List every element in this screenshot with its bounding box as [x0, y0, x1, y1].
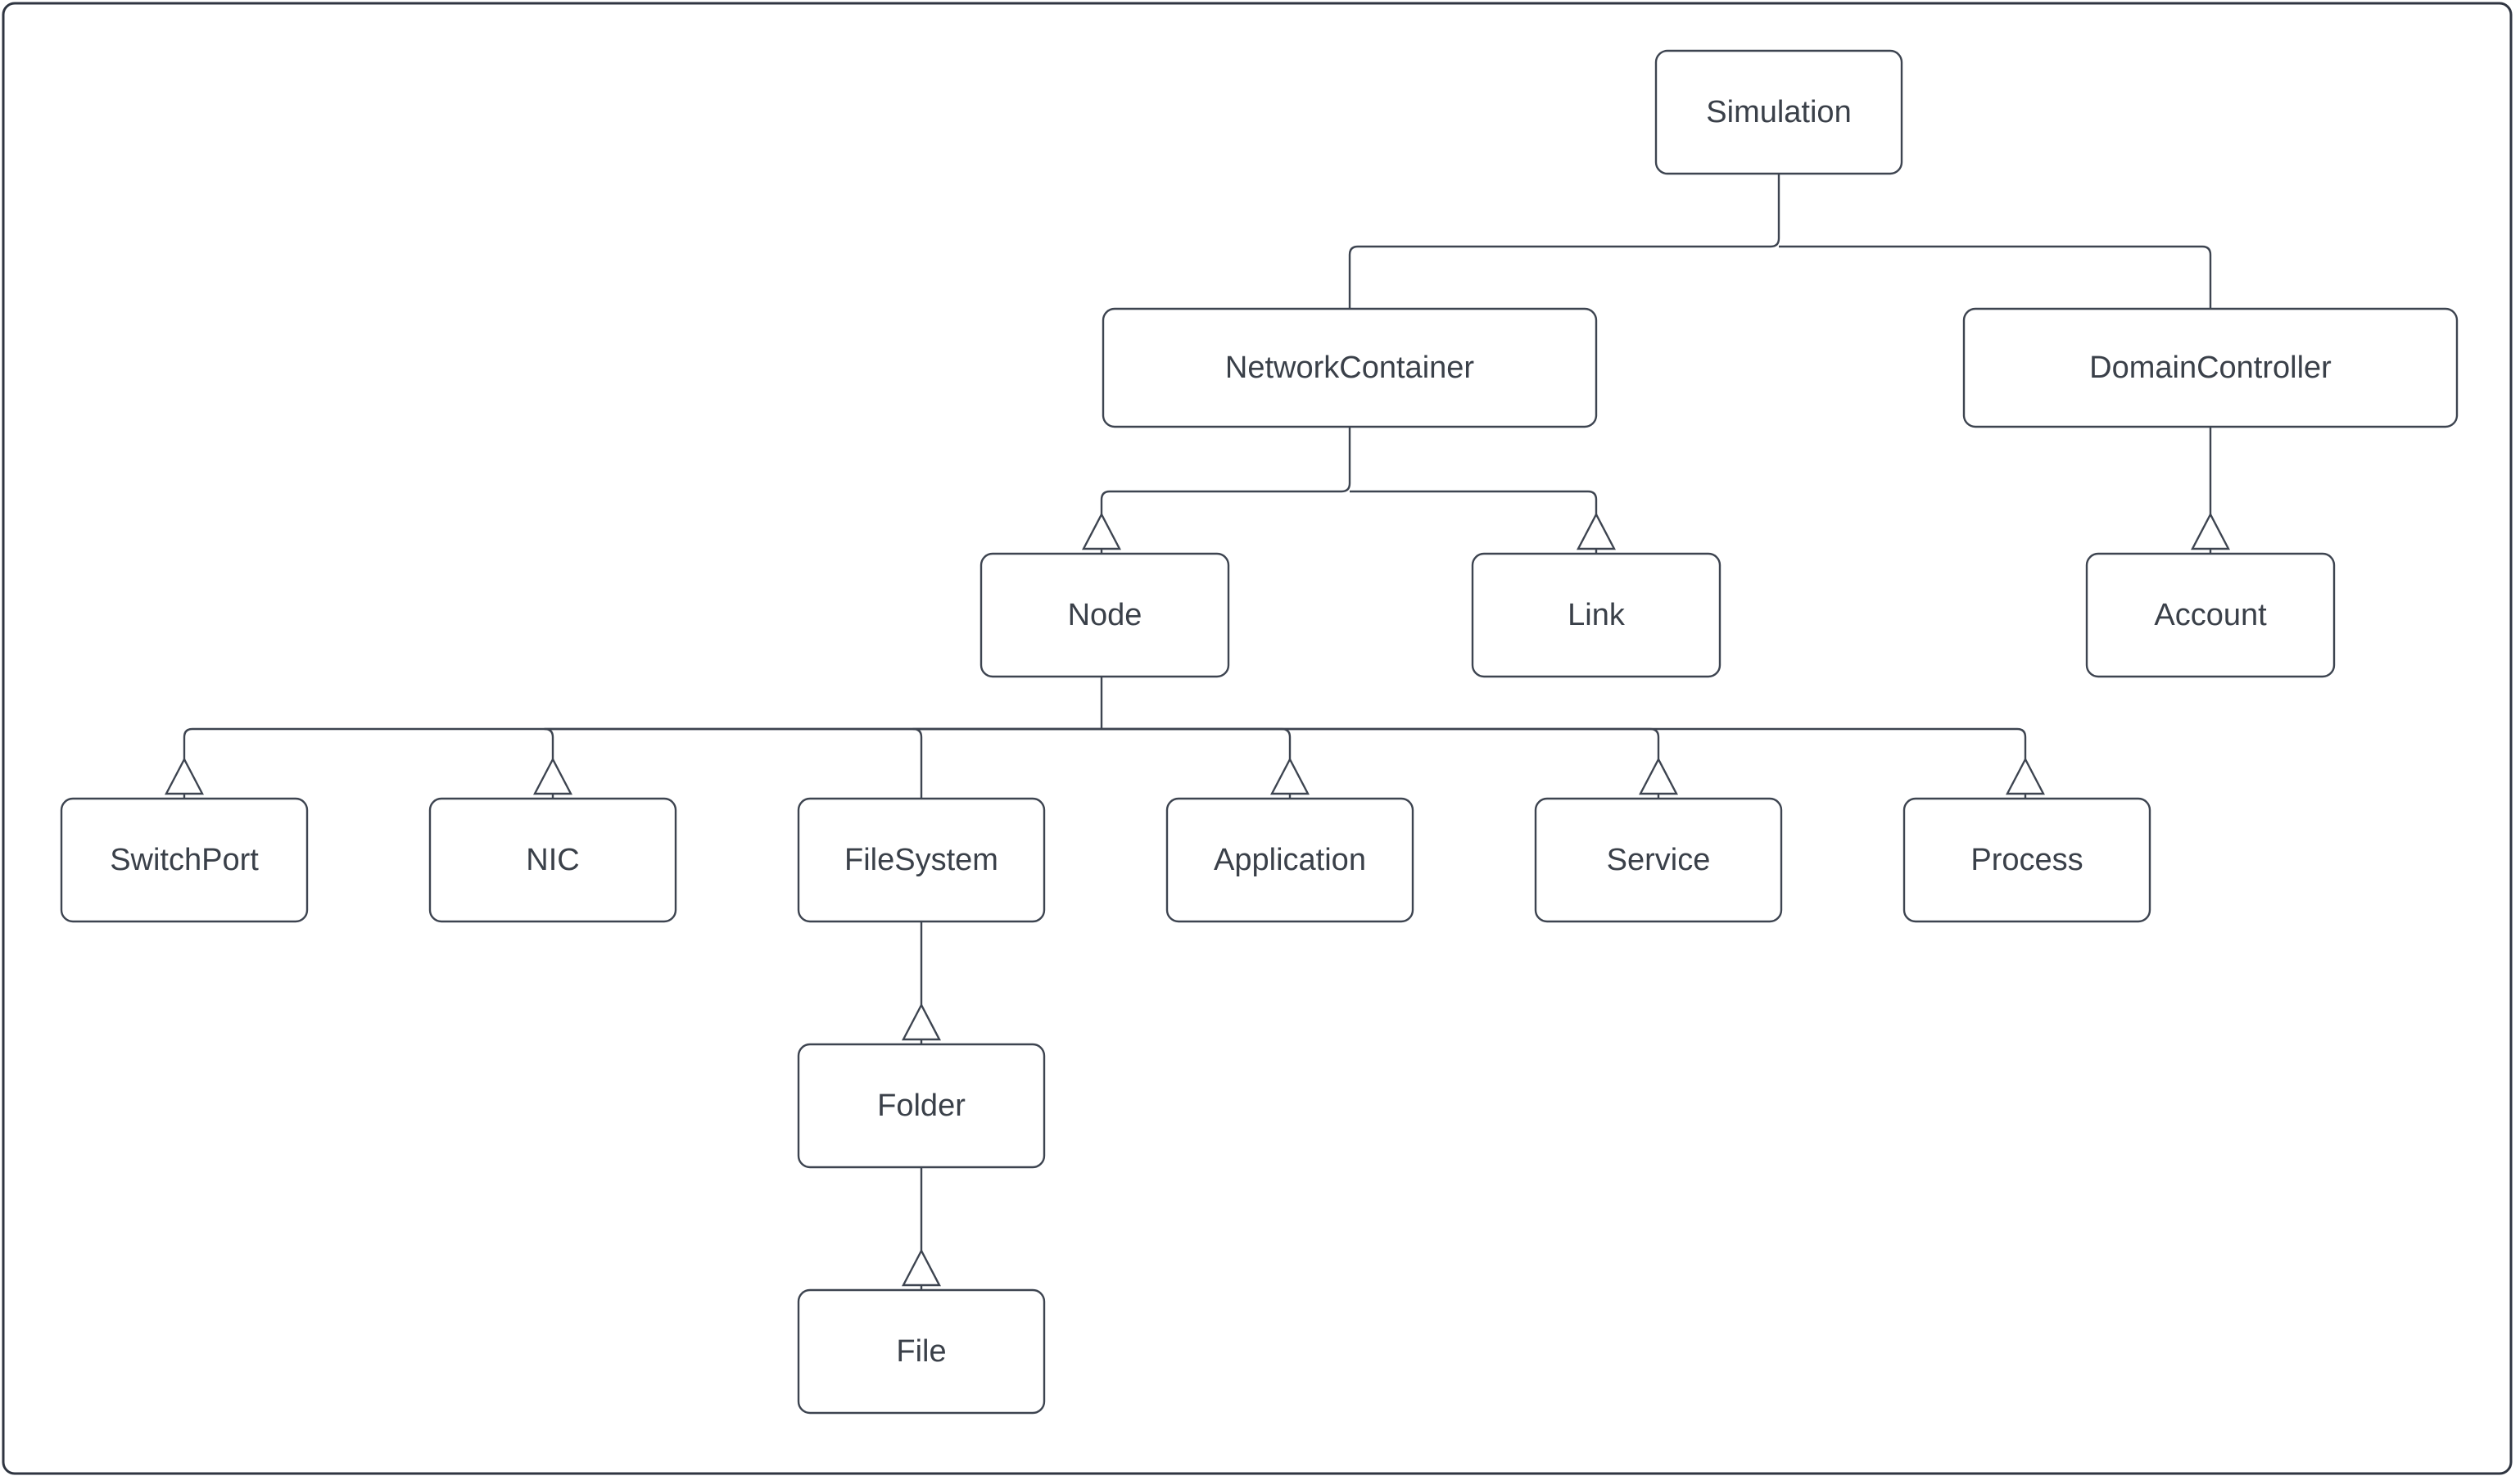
- class-box-rect-simulation[interactable]: [1654, 49, 1903, 175]
- class-box-link[interactable]: Link: [1471, 552, 1721, 678]
- class-box-simulation[interactable]: Simulation: [1654, 49, 1903, 175]
- class-box-rect-domaincontroller[interactable]: [1962, 307, 2459, 428]
- generalization-arrow-folder: [902, 1003, 941, 1041]
- generalization-arrow-nic: [533, 757, 572, 795]
- connector-r-nc-left: [1100, 427, 1351, 554]
- class-name-file: File: [896, 1334, 946, 1369]
- class-name-node: Node: [1068, 598, 1142, 632]
- class-name-filesystem: FileSystem: [844, 843, 998, 877]
- class-box-rect-networkcontainer[interactable]: [1102, 307, 1598, 428]
- class-name-folder: Folder: [877, 1089, 966, 1123]
- generalization-arrow-service: [1639, 757, 1678, 795]
- class-box-folder[interactable]: Folder: [797, 1043, 1046, 1169]
- class-box-networkcontainer[interactable]: NetworkContainer: [1102, 307, 1598, 428]
- class-box-rect-service[interactable]: [1534, 797, 1783, 923]
- class-name-domaincontroller: DomainController: [2089, 351, 2332, 385]
- class-box-node[interactable]: Node: [979, 552, 1230, 678]
- class-name-service: Service: [1607, 843, 1711, 877]
- class-box-service[interactable]: Service: [1534, 797, 1783, 923]
- class-box-rect-nic[interactable]: [428, 797, 677, 923]
- class-box-rect-switchport[interactable]: [60, 797, 309, 923]
- class-box-account[interactable]: Account: [2085, 552, 2336, 678]
- generalization-arrow-account: [2191, 512, 2230, 550]
- connector-r-nc-right: [1350, 490, 1598, 554]
- class-box-file[interactable]: File: [797, 1288, 1046, 1415]
- class-name-link: Link: [1568, 598, 1626, 632]
- class-box-process[interactable]: Process: [1902, 797, 2151, 923]
- class-box-rect-node[interactable]: [979, 552, 1230, 678]
- connector-r-node-b1: [183, 727, 1102, 799]
- class-box-rect-filesystem[interactable]: [797, 797, 1046, 923]
- class-box-rect-file[interactable]: [797, 1288, 1046, 1415]
- class-box-filesystem[interactable]: FileSystem: [797, 797, 1046, 923]
- connector-r-node-b6: [1102, 727, 2027, 799]
- connector-r-node-b4: [1102, 727, 1292, 799]
- class-box-rect-link[interactable]: [1471, 552, 1721, 678]
- class-name-process: Process: [1970, 843, 2083, 877]
- class-name-nic: NIC: [526, 843, 579, 877]
- generalization-arrow-node: [1082, 512, 1121, 550]
- connector-r-sim-bus: [1348, 174, 1780, 309]
- class-box-rect-process[interactable]: [1902, 797, 2151, 923]
- generalization-arrow-application: [1270, 757, 1310, 795]
- connector-r-node-b3: [912, 727, 1102, 799]
- class-box-nic[interactable]: NIC: [428, 797, 677, 923]
- generalization-arrow-link: [1577, 512, 1616, 550]
- generalization-arrow-switchport: [165, 757, 204, 795]
- class-box-rect-account[interactable]: [2085, 552, 2336, 678]
- class-name-switchport: SwitchPort: [110, 843, 259, 877]
- class-box-application[interactable]: Application: [1165, 797, 1414, 923]
- generalization-arrow-process: [2006, 757, 2045, 795]
- generalization-arrow-file: [902, 1248, 941, 1287]
- class-box-domaincontroller[interactable]: DomainController: [1962, 307, 2459, 428]
- arrowhead-layer: [165, 512, 2230, 1287]
- connector-r-node-b5: [1102, 727, 1660, 799]
- class-name-account: Account: [2154, 598, 2267, 632]
- class-box-rect-folder[interactable]: [797, 1043, 1046, 1169]
- connector-r-sim-right: [1779, 245, 2212, 309]
- class-name-application: Application: [1214, 843, 1366, 877]
- class-name-simulation: Simulation: [1706, 95, 1851, 129]
- class-box-rect-application[interactable]: [1165, 797, 1414, 923]
- connector-r-node-b2: [543, 727, 1102, 799]
- class-box-switchport[interactable]: SwitchPort: [60, 797, 309, 923]
- class-name-networkcontainer: NetworkContainer: [1225, 351, 1474, 385]
